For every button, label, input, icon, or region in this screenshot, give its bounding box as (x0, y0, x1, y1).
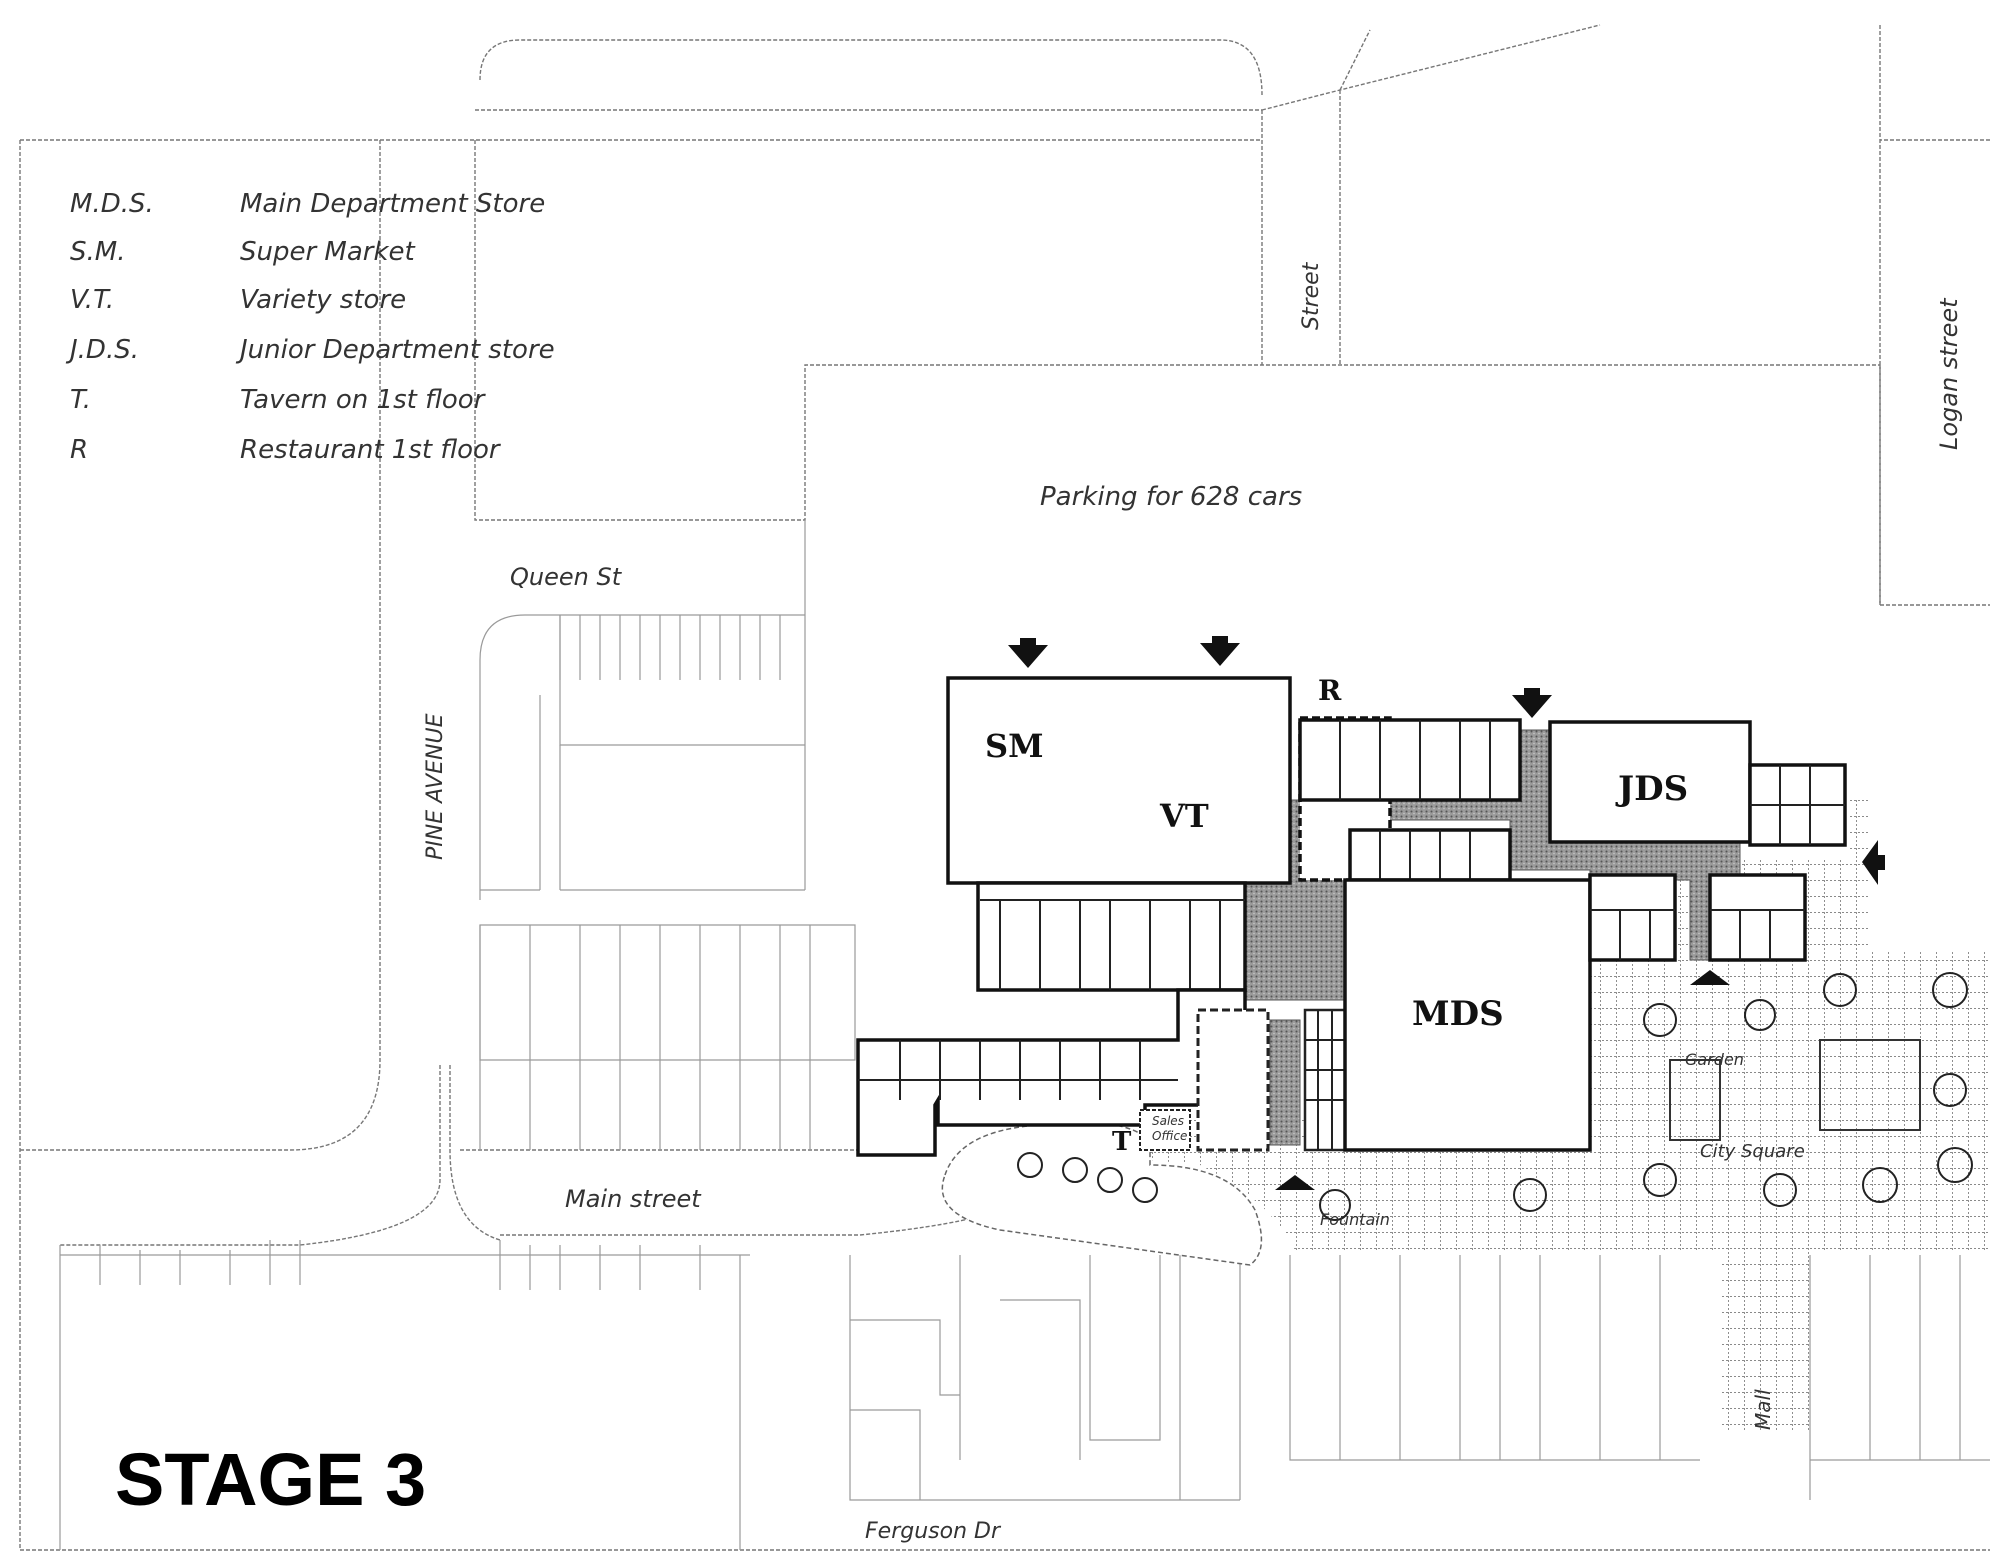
supermarket-building (946, 676, 1292, 885)
legend-code: S.M. (70, 237, 125, 267)
entrance-arrow-icon (1275, 1175, 1315, 1190)
entrance-arrow-icon (1200, 636, 1240, 666)
pine-avenue-label: PINE AVENUE (423, 713, 448, 860)
mds-building (1343, 878, 1592, 1152)
legend-desc: Variety store (240, 285, 406, 315)
legend-code: M.D.S. (70, 189, 154, 219)
entrance-arrow-icon (1690, 970, 1730, 985)
pine-avenue-road (20, 140, 1001, 1246)
logan-street-label: Logan street (1935, 297, 1963, 450)
fountain-label: Fountain (1320, 1210, 1390, 1229)
parking-block-north (479, 520, 806, 900)
restaurant-label: R (1318, 674, 1342, 707)
main-street-label: Main street (565, 1185, 702, 1213)
entrance-arrow-icon (1008, 638, 1048, 668)
legend-desc: Restaurant 1st floor (240, 435, 502, 465)
jds-building (1548, 720, 1752, 844)
jds-label: JDS (1615, 769, 1688, 809)
legend-code: T. (70, 385, 91, 415)
sm-label: SM (985, 727, 1044, 765)
mds-label: MDS (1412, 994, 1504, 1034)
parking-block-south (479, 924, 856, 1150)
street-label: Street (1299, 261, 1324, 330)
entrance-arrow-icon (1512, 688, 1552, 718)
entrance-arrow-icon (1862, 840, 1885, 885)
legend: M.D.S. Main Department Store S.M. Super … (65, 189, 555, 465)
legend-desc: Super Market (240, 237, 416, 267)
legend-code: V.T. (70, 285, 114, 315)
legend-code: J.D.S. (65, 335, 139, 365)
queen-street-label: Queen St (510, 563, 623, 591)
store-buildings (856, 676, 1847, 1157)
legend-desc: Main Department Store (240, 189, 545, 219)
legend-desc: Junior Department store (235, 335, 555, 365)
stage-title: STAGE 3 (115, 1438, 426, 1521)
parking-label: Parking for 628 cars (1040, 482, 1302, 512)
legend-code: R (70, 435, 88, 465)
legend-desc: Tavern on 1st floor (240, 385, 487, 415)
entrance-arrows (1008, 636, 1885, 1190)
vt-label: VT (1159, 797, 1209, 835)
trees (1017, 972, 1973, 1221)
city-square-label: City Square (1700, 1141, 1805, 1162)
garden-label: Garden (1685, 1050, 1744, 1069)
ferguson-drive-label: Ferguson Dr (865, 1519, 1002, 1544)
sales-label: Sales (1152, 1114, 1184, 1128)
lower-buildings (59, 1240, 1990, 1550)
mall-label: Mall (1751, 1389, 1775, 1430)
sales-office-label: Office (1152, 1129, 1187, 1143)
tavern-label: T (1112, 1127, 1132, 1157)
